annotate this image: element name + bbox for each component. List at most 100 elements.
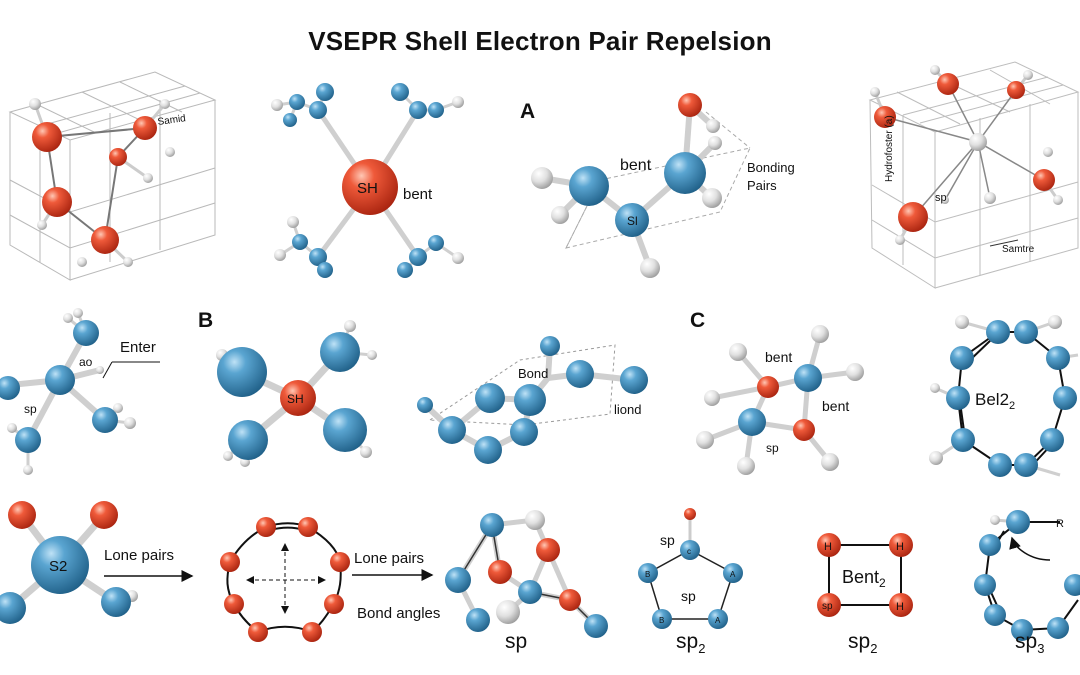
- hydrogen-atom: [811, 325, 829, 343]
- hydrogen-atom: [63, 313, 73, 323]
- sp-molecule-left: Enter ao sp: [0, 308, 160, 475]
- blue-atom: [289, 94, 305, 110]
- sp3-ring-molecule: R sp3: [974, 510, 1080, 656]
- blue-atom: [428, 102, 444, 118]
- blue-atom: [514, 384, 546, 416]
- ao-label: ao: [79, 355, 93, 369]
- blue-atom: [317, 262, 333, 278]
- hydrogen-atom: [821, 453, 839, 471]
- oxygen-atom: [324, 594, 344, 614]
- blue-atom: [680, 540, 700, 560]
- pentagon-center-label: sp: [681, 588, 696, 604]
- sp-cluster-molecule: sp: [445, 510, 608, 653]
- hydrogen-atom: [984, 192, 996, 204]
- oxygen-atom: [91, 226, 119, 254]
- oxygen-atom: [536, 538, 560, 562]
- hydrogen-atom: [640, 258, 660, 278]
- oxygen-atom: [133, 116, 157, 140]
- lattice-right-sp: sp: [935, 192, 947, 204]
- panel-label-a: A: [520, 100, 535, 123]
- oxygen-atom: [42, 187, 72, 217]
- blue-atom: [466, 608, 490, 632]
- cube-lattice-left: Samid: [8, 71, 217, 281]
- oxygen-atom: [898, 202, 928, 232]
- central-atom: [280, 380, 316, 416]
- hydrogen-atom: [29, 98, 41, 110]
- sp-label: sp: [24, 402, 37, 416]
- hydrogen-atom: [525, 510, 545, 530]
- lone-pair-ring: [220, 517, 350, 642]
- panel-label-b: B: [198, 309, 213, 332]
- hydrogen-atom: [1023, 70, 1033, 80]
- blue-atom: [1014, 320, 1038, 344]
- oxygen-atom: [8, 501, 36, 529]
- blue-atom: [15, 427, 41, 453]
- ring-label-sub: 2: [1009, 400, 1015, 412]
- bent-label-1: bent: [765, 349, 792, 365]
- oxygen-atom: [817, 593, 841, 617]
- oxygen-atom: [298, 517, 318, 537]
- blue-atom: [409, 248, 427, 266]
- atom-label: A: [715, 616, 721, 625]
- blue-atom: [316, 83, 334, 101]
- hydrogen-atom: [729, 343, 747, 361]
- page-title: VSEPR Shell Electron Pair Repelsion: [308, 26, 772, 56]
- bent-molecule-c: bent bent sp: [696, 325, 864, 475]
- hydrogen-atom: [77, 257, 87, 267]
- hybridization-caption: sp: [505, 630, 527, 653]
- blue-atom: [664, 152, 706, 194]
- blue-atom: [0, 376, 20, 400]
- hydrogen-atom: [941, 196, 949, 204]
- blue-atom: [708, 609, 728, 629]
- oxygen-atom: [248, 622, 268, 642]
- hydrogen-atom: [496, 600, 520, 624]
- hydrogen-atom: [846, 363, 864, 381]
- hydrogen-atom: [271, 99, 283, 111]
- oxygen-atom: [32, 122, 62, 152]
- blue-atom: [638, 563, 658, 583]
- hydrogen-atom: [124, 417, 136, 429]
- hydrogen-atom: [870, 87, 880, 97]
- hydrogen-atom: [1048, 315, 1062, 329]
- blue-atom: [946, 386, 970, 410]
- oxygen-atom: [559, 589, 581, 611]
- s2-molecule: S2: [0, 501, 138, 624]
- hybridization-caption-main: sp: [676, 630, 698, 653]
- hydrogen-atom: [1043, 147, 1053, 157]
- sh-tetrahedral-molecule: SH: [216, 320, 377, 467]
- cube-lattice-right: Hydrofoster (a) sp Samtre: [868, 61, 1080, 289]
- hydrogen-atom: [113, 403, 123, 413]
- hydrogen-atom: [702, 188, 722, 208]
- hydrogen-atom: [274, 249, 286, 261]
- hybridization-caption-main: sp: [1015, 630, 1037, 653]
- blue-atom: [428, 235, 444, 251]
- hybridization-caption: sp3: [1015, 630, 1044, 656]
- hydrogen-atom: [551, 206, 569, 224]
- hydrogen-atom: [706, 119, 720, 133]
- atom-label: sp: [822, 601, 833, 612]
- oxygen-atom: [330, 552, 350, 572]
- hydrogen-atom: [696, 431, 714, 449]
- oxygen-atom: [224, 594, 244, 614]
- blue-atom: [438, 416, 466, 444]
- oxygen-atom: [889, 533, 913, 557]
- hydrogen-atom: [531, 167, 553, 189]
- hydrogen-atom: [895, 235, 905, 245]
- oxygen-atom: [1033, 169, 1055, 191]
- hybridization-caption: sp2: [676, 630, 705, 656]
- blue-atom: [480, 513, 504, 537]
- blue-atom: [397, 262, 413, 278]
- blue-atom: [320, 332, 360, 372]
- lattice-right-bottom: Samtre: [1002, 244, 1035, 255]
- cube-left-label: Samid: [157, 113, 187, 128]
- square-label-sub: 2: [879, 576, 886, 590]
- ring-label: Bel22: [975, 390, 1015, 412]
- blue-atom: [292, 234, 308, 250]
- bel2-ring-molecule: Bel22: [929, 315, 1079, 477]
- blue-atom: [101, 587, 131, 617]
- hydrogen-atom: [367, 350, 377, 360]
- blue-atom: [45, 365, 75, 395]
- atom-label: B: [659, 616, 664, 625]
- square-molecule: H H sp H Bent2 sp2: [817, 533, 913, 656]
- blue-atom: [620, 366, 648, 394]
